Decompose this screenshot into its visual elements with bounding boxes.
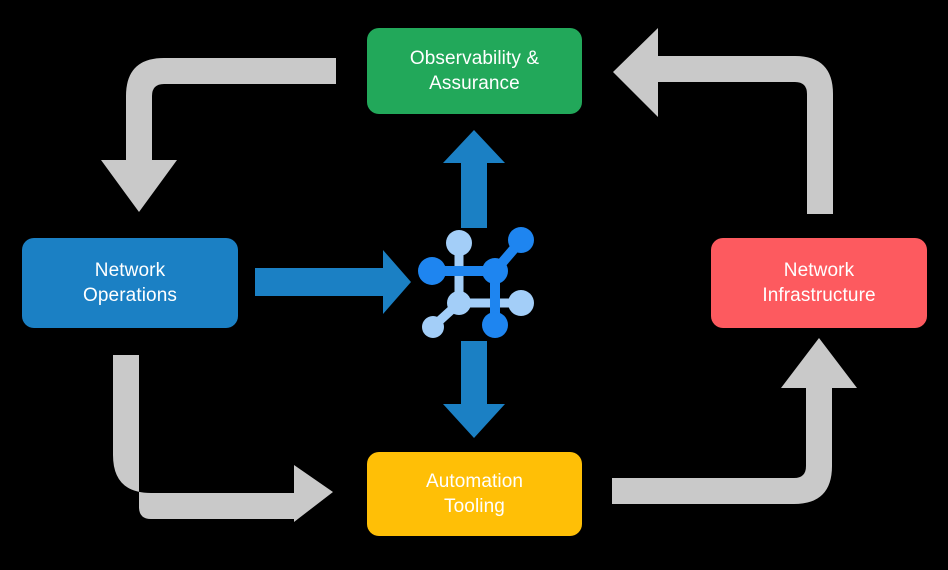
node-network-infrastructure[interactable]: Network Infrastructure xyxy=(711,238,927,328)
arrow-operations-to-automation xyxy=(113,355,333,522)
arrow-automation-to-infrastructure xyxy=(612,338,857,504)
node-network-operations[interactable]: Network Operations xyxy=(22,238,238,328)
arrow-observability-to-operations xyxy=(101,58,336,212)
network-topology-icon xyxy=(418,227,534,338)
node-automation-label: Automation Tooling xyxy=(425,470,524,517)
arrow-center-to-observability xyxy=(443,130,505,228)
arrow-operations-to-center xyxy=(255,250,411,314)
node-observability-assurance[interactable]: Observability & Assurance xyxy=(367,28,582,114)
node-observability-label: Observability & Assurance xyxy=(409,47,540,94)
network-icon-light-nodes xyxy=(422,230,534,338)
node-infrastructure-label: Network Infrastructure xyxy=(762,259,876,306)
network-icon-dark-nodes xyxy=(418,227,534,338)
arrow-center-to-automation xyxy=(443,341,505,438)
node-automation-tooling[interactable]: Automation Tooling xyxy=(367,452,582,536)
arrow-infrastructure-to-observability xyxy=(613,28,833,214)
node-operations-label: Network Operations xyxy=(83,259,177,306)
